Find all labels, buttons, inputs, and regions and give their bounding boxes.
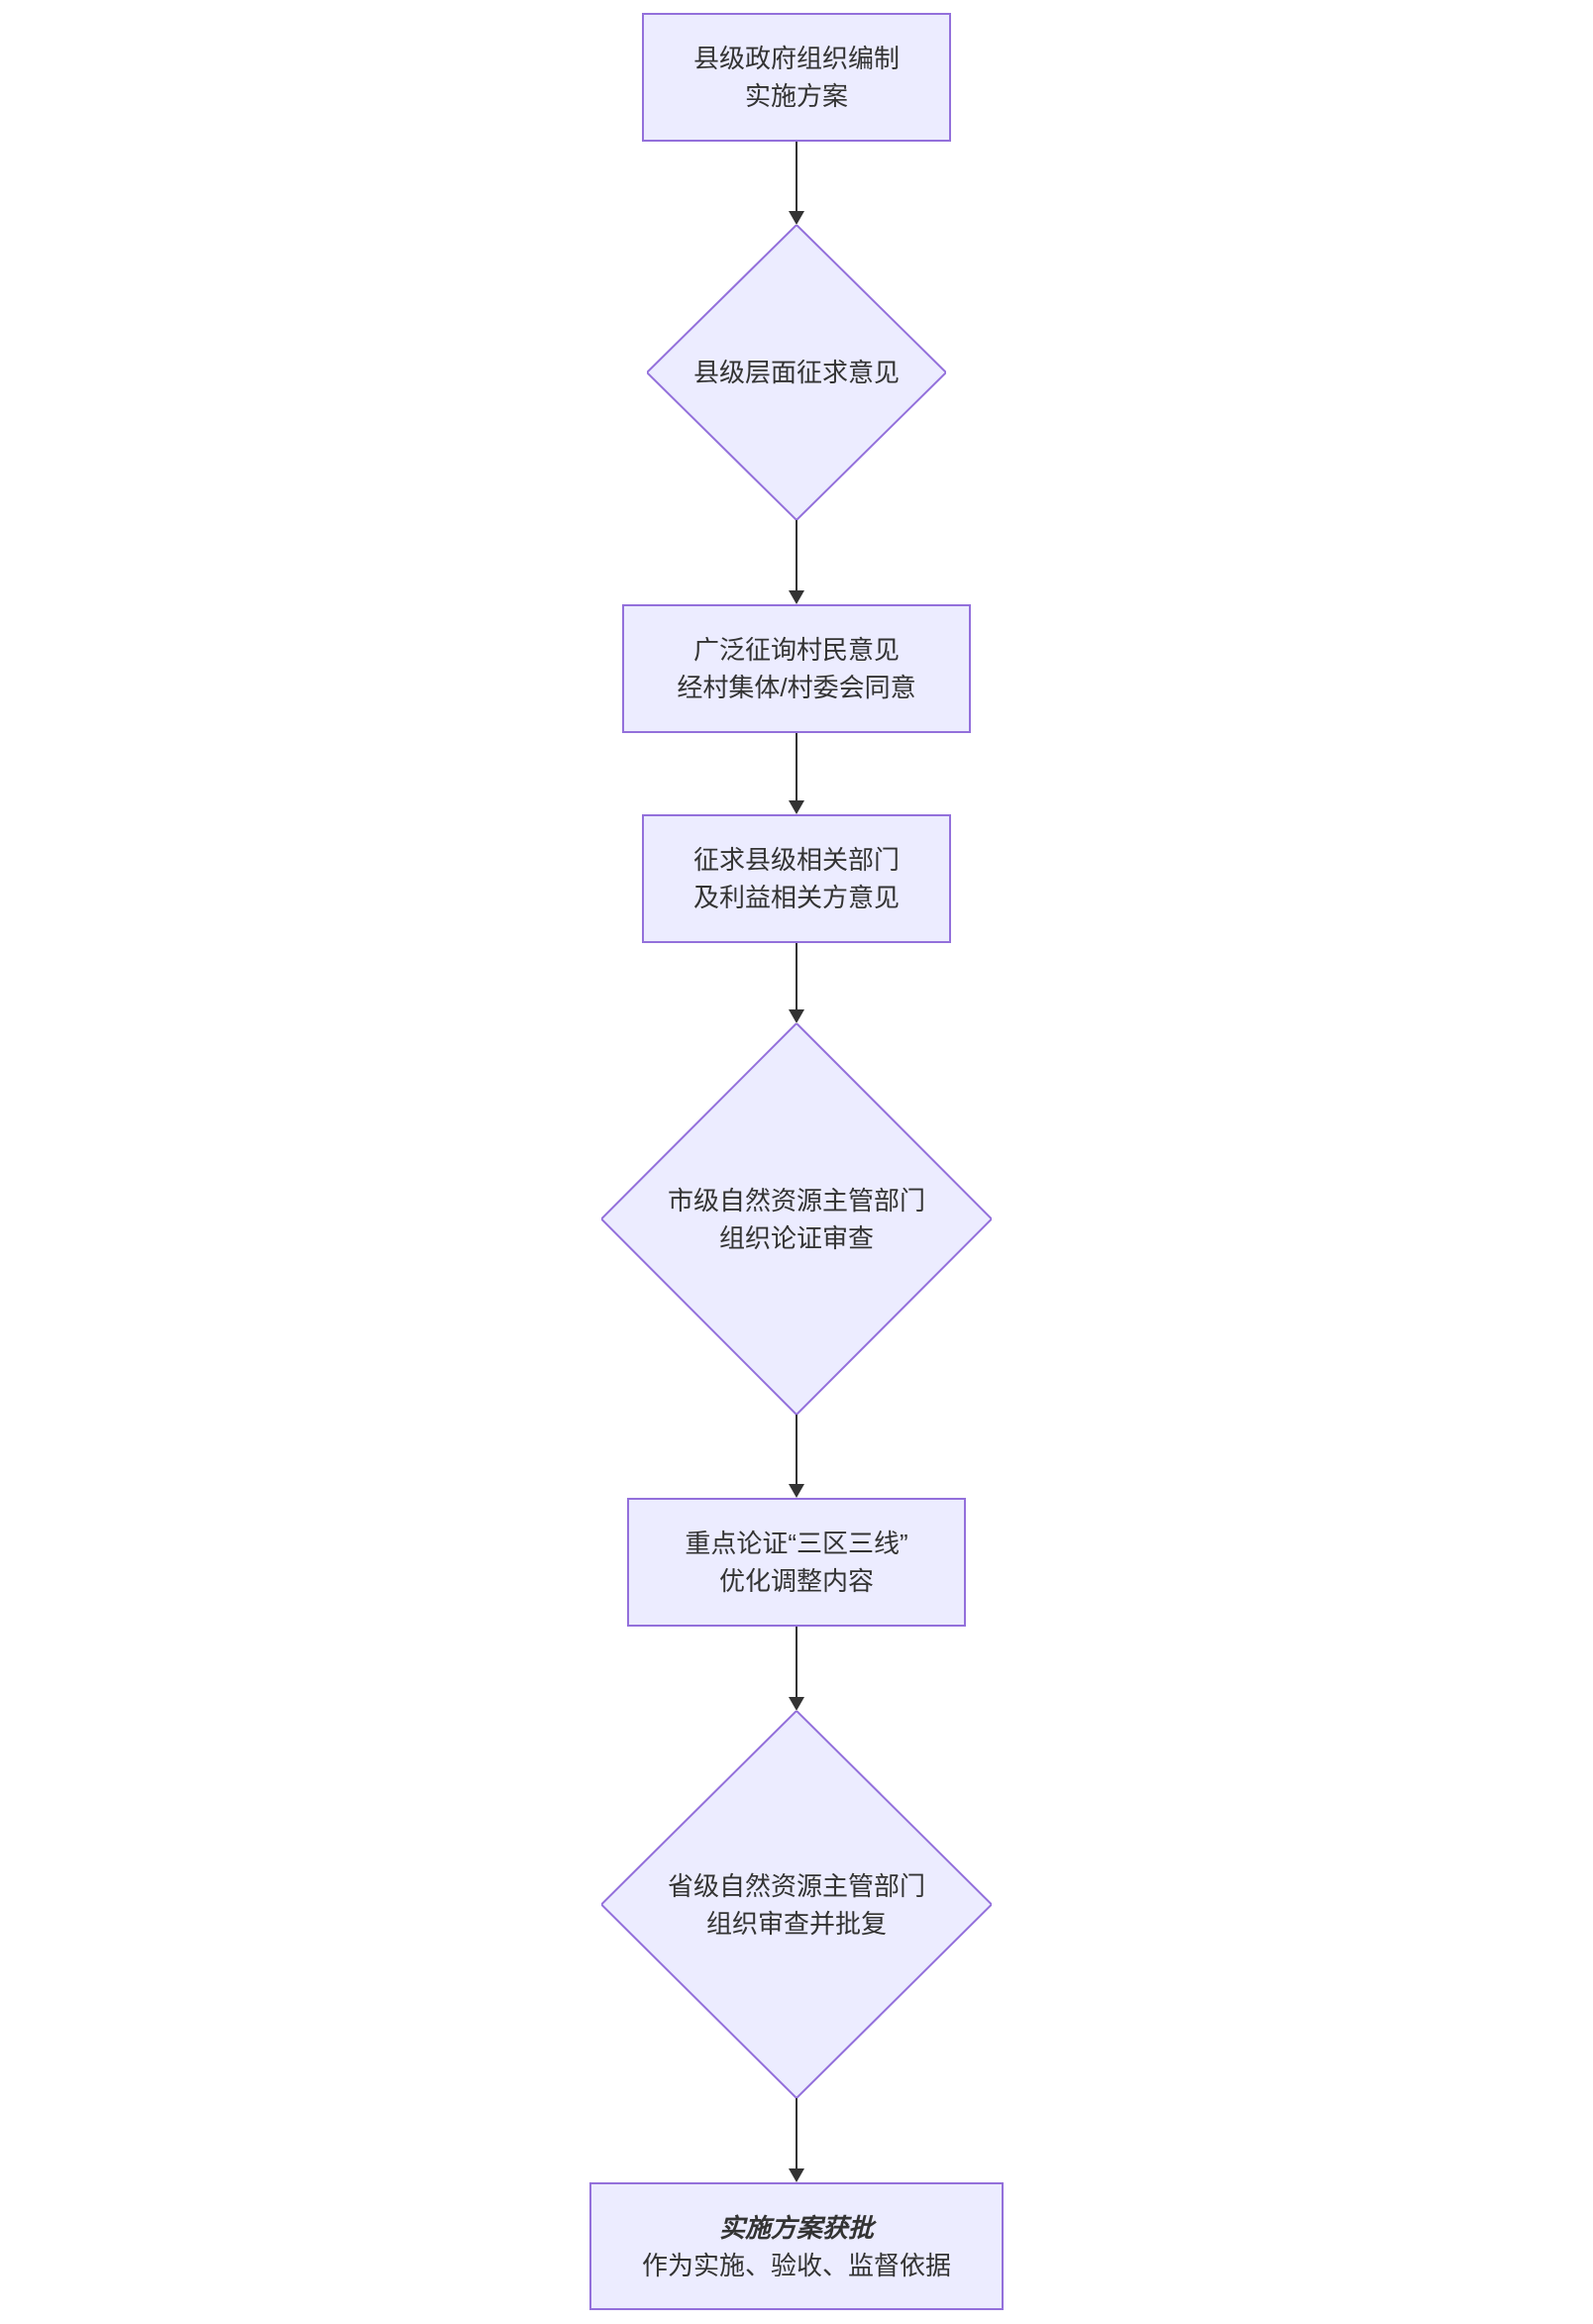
arrow-shaft	[795, 2098, 798, 2168]
flow-arrow	[788, 520, 805, 604]
decision-provincial-review-approval: 省级自然资源主管部门 组织审查并批复	[601, 1711, 992, 2098]
node-text-line: 县级层面征求意见	[692, 358, 900, 387]
arrow-down-icon	[789, 1484, 804, 1498]
flow-arrow	[788, 733, 805, 814]
arrow-shaft	[795, 733, 798, 800]
node-label: 省级自然资源主管部门 组织审查并批复	[601, 1711, 992, 2098]
flow-arrow	[788, 1415, 805, 1498]
node-label: 市级自然资源主管部门 组织论证审查	[601, 1023, 992, 1415]
diamond-shape	[601, 1711, 992, 2098]
diamond-shape	[601, 1023, 992, 1415]
arrow-shaft	[795, 520, 798, 590]
node-villager-consultation: 广泛征询村民意见 经村集体/村委会同意	[622, 604, 971, 733]
node-text-line: 及利益相关方意见	[692, 883, 900, 912]
diamond-shape	[647, 225, 946, 520]
node-text-line: 省级自然资源主管部门	[667, 1870, 925, 1901]
node-text-line: 广泛征询村民意见	[692, 635, 900, 665]
node-plan-approved: 实施方案获批 作为实施、验收、监督依据	[589, 2182, 1004, 2310]
node-label: 县级层面征求意见	[647, 225, 946, 520]
arrow-shaft	[795, 1627, 798, 1697]
node-text-line: 作为实施、验收、监督依据	[641, 2250, 951, 2280]
arrow-down-icon	[789, 211, 804, 225]
arrow-down-icon	[789, 1697, 804, 1711]
node-text-line: 组织审查并批复	[705, 1908, 887, 1939]
node-county-gov-drafts-plan: 县级政府组织编制 实施方案	[642, 13, 951, 142]
node-three-zones-three-lines-review: 重点论证“三区三线” 优化调整内容	[627, 1498, 966, 1627]
node-text-line: 优化调整内容	[718, 1566, 874, 1596]
node-text-line: 市级自然资源主管部门	[667, 1185, 925, 1215]
node-title-line: 实施方案获批	[718, 2212, 874, 2243]
node-text-line: 实施方案	[744, 81, 848, 111]
node-text-line: 组织论证审查	[718, 1222, 874, 1253]
flow-arrow	[788, 142, 805, 225]
node-text-line: 征求县级相关部门	[692, 845, 900, 875]
arrow-down-icon	[789, 800, 804, 814]
arrow-down-icon	[789, 1009, 804, 1023]
flow-arrow	[788, 943, 805, 1023]
arrow-down-icon	[789, 2168, 804, 2182]
arrow-shaft	[795, 943, 798, 1009]
flow-arrow	[788, 2098, 805, 2182]
node-text-line: 县级政府组织编制	[692, 44, 900, 73]
flow-arrow	[788, 1627, 805, 1711]
node-county-departments-consultation: 征求县级相关部门 及利益相关方意见	[642, 814, 951, 943]
node-text-line: 经村集体/村委会同意	[677, 673, 916, 702]
arrow-down-icon	[789, 590, 804, 604]
arrow-shaft	[795, 142, 798, 211]
arrow-shaft	[795, 1415, 798, 1484]
node-text-line: 重点论证“三区三线”	[685, 1529, 908, 1558]
decision-municipal-review: 市级自然资源主管部门 组织论证审查	[601, 1023, 992, 1415]
decision-county-level-consultation: 县级层面征求意见	[647, 225, 946, 520]
